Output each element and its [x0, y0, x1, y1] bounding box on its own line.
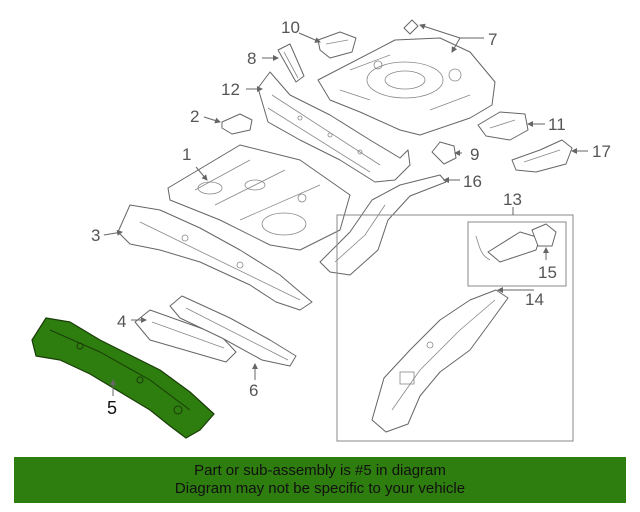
part-4-reinforcement[interactable]	[134, 309, 237, 363]
callout-5: 5	[107, 398, 117, 418]
part-7-rear-floor-pan[interactable]	[317, 37, 496, 136]
callout-9: 9	[470, 145, 479, 164]
callout-12: 12	[221, 80, 240, 99]
callout-4: 4	[117, 312, 126, 331]
part-3-side-rail[interactable]	[117, 204, 313, 311]
inset-box-15	[467, 221, 567, 287]
part-10-bracket[interactable]	[317, 31, 357, 59]
part-11-panel[interactable]	[477, 111, 529, 141]
callout-2: 2	[190, 107, 199, 126]
callout-1: 1	[182, 145, 191, 164]
part-9-bracket[interactable]	[431, 141, 457, 165]
callout-16: 16	[463, 172, 482, 191]
callout-6: 6	[249, 381, 258, 400]
part-12-crossmember[interactable]	[257, 71, 411, 183]
part-6-member[interactable]	[169, 295, 297, 367]
callout-14: 14	[525, 290, 544, 309]
parts-diagram: 1 2 3 4 5 6 7 8 9 10 11 12 13 14 15 16 1…	[31, 18, 611, 442]
callout-11: 11	[548, 115, 566, 134]
banner-line-1: Part or sub-assembly is #5 in diagram	[194, 462, 446, 479]
callout-7: 7	[488, 30, 497, 49]
callout-15: 15	[538, 263, 557, 282]
callout-3: 3	[91, 226, 100, 245]
part-15-bracket-set[interactable]	[475, 223, 557, 263]
callout-13: 13	[503, 190, 522, 209]
part-14-rear-frame[interactable]	[371, 289, 509, 433]
banner-line-2: Diagram may not be specific to your vehi…	[174, 480, 466, 497]
part-7-bracket[interactable]	[403, 19, 419, 35]
part-8-brace[interactable]	[277, 43, 305, 83]
inset-box-13	[336, 214, 574, 442]
info-banner: Part or sub-assembly is #5 in diagram Di…	[14, 457, 626, 503]
callout-10: 10	[281, 18, 300, 37]
part-17-bracket[interactable]	[511, 139, 573, 173]
callout-17: 17	[592, 142, 611, 161]
part-5-highlighted[interactable]	[31, 317, 215, 439]
leader-lines	[103, 23, 588, 396]
callout-8: 8	[247, 49, 256, 68]
part-1-floor-pan[interactable]	[167, 144, 351, 251]
part-2-plate[interactable]	[221, 113, 253, 135]
